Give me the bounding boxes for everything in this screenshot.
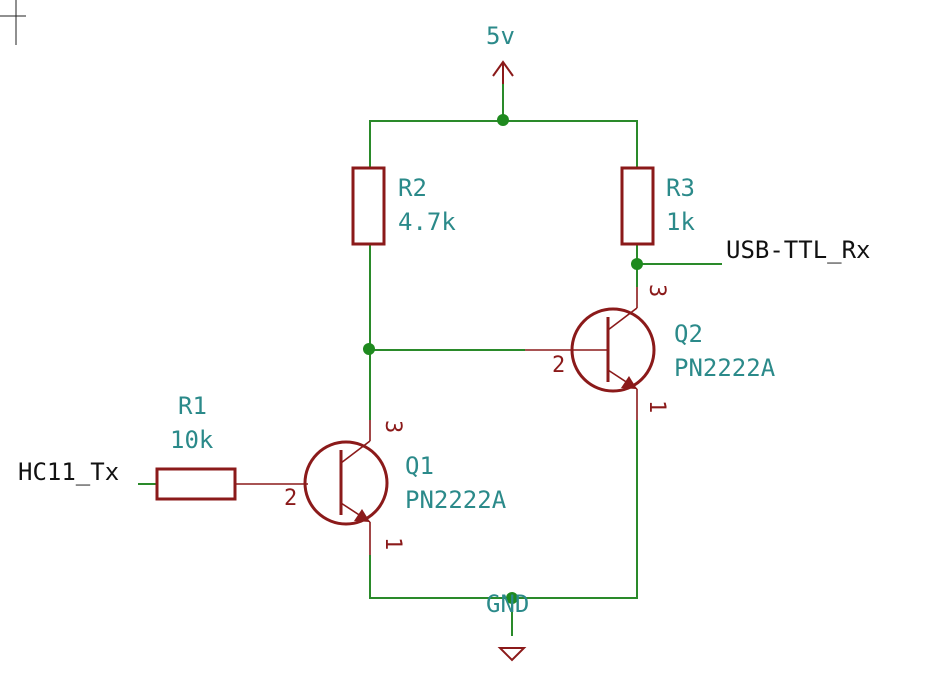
wire-top-rail: [369, 120, 638, 168]
r2-ref: R2: [398, 174, 427, 202]
junction-gnd: [506, 592, 518, 604]
net-label-output: USB-TTL_Rx: [726, 236, 871, 264]
r1-ref: R1: [178, 392, 207, 420]
transistor-q1-symbol: [303, 420, 389, 555]
q1-ref: Q1: [405, 452, 434, 480]
junction-q2-base-node: [363, 343, 375, 355]
q2-ref: Q2: [674, 320, 703, 348]
transistor-q2-symbol: [525, 287, 656, 420]
r3-value: 1k: [666, 208, 695, 236]
q1-pin-emitter: 1: [380, 537, 405, 550]
q1-pin-collector: 3: [380, 420, 405, 433]
gnd-label: GND: [486, 590, 529, 618]
vcc-label: 5v: [486, 22, 515, 50]
q2-pin-base: 2: [552, 353, 565, 378]
net-label-input: HC11_Tx: [18, 458, 119, 486]
r1-value: 10k: [170, 426, 214, 454]
resistor-r1-body: [155, 467, 237, 501]
junction-output: [631, 258, 643, 270]
q2-value: PN2222A: [674, 354, 776, 382]
q2-pin-emitter: 1: [644, 400, 669, 413]
q1-value: PN2222A: [405, 486, 507, 514]
sheet-corner-marker: [0, 0, 26, 45]
wire-gnd-rail: [369, 420, 638, 599]
junctions: [363, 114, 643, 604]
resistor-r3-body: [620, 166, 655, 246]
q2-pin-collector: 3: [644, 284, 669, 297]
r2-value: 4.7k: [398, 208, 456, 236]
resistor-r2-body: [351, 166, 386, 246]
q1-pin-base: 2: [284, 486, 297, 511]
vcc-arrow-symbol: [492, 60, 514, 84]
r3-ref: R3: [666, 174, 695, 202]
junction-vcc: [497, 114, 509, 126]
gnd-symbol: [497, 647, 527, 662]
